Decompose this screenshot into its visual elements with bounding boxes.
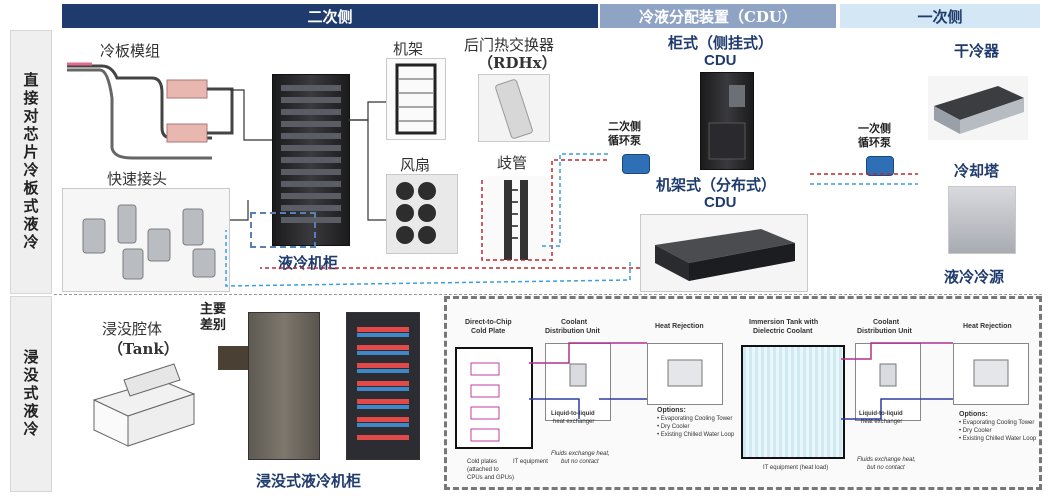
immersion-rack-closed <box>248 312 320 460</box>
label-secondary-pump-line1: 二次侧 <box>608 120 641 133</box>
cdu-cabinet-photo <box>700 72 754 170</box>
cdu-rack-photo <box>640 214 808 292</box>
header-secondary-side: 二次侧 <box>62 4 598 28</box>
label-dry-cooler: 干冷器 <box>954 42 1000 60</box>
label-fan: 风扇 <box>400 156 431 174</box>
label-main-difference-line2: 差别 <box>200 318 227 333</box>
inset-left-heat-title: Heat Rejection <box>655 323 704 330</box>
inset-comparison-diagram: Direct-to-Chip Cold Plate Coolant Distri… <box>444 296 1042 490</box>
inset-left-hx-line2: heat exchanger <box>553 419 595 425</box>
inset-left-cdu-line2: Distribution Unit <box>545 328 600 335</box>
header-secondary-label: 二次侧 <box>307 7 353 26</box>
label-main-difference: 主要 差别 <box>200 302 226 334</box>
difference-arrow-bar <box>218 346 252 370</box>
primary-pump-icon <box>866 156 894 176</box>
section-divider <box>54 294 1042 295</box>
side-label-cold-plate: 直接对芯片冷板式液冷 <box>10 30 52 294</box>
inset-right-cdu-line2: Distribution Unit <box>857 328 912 335</box>
inset-right-heat-title: Heat Rejection <box>963 323 1012 330</box>
label-tank-line1: 浸没腔体 <box>102 320 163 338</box>
label-primary-pump-line1: 一次侧 <box>858 122 891 135</box>
rdhx-photo <box>478 74 550 142</box>
label-liquid-cold-source: 液冷冷源 <box>944 268 1005 286</box>
label-immersion-rack: 浸没式液冷机柜 <box>256 472 362 490</box>
label-manifold: 歧管 <box>497 154 528 172</box>
fan-photo <box>386 174 458 254</box>
connector-lines-rack-parts <box>348 101 386 221</box>
inset-left-it-label: IT equipment <box>513 459 548 465</box>
label-cooling-tower: 冷却塔 <box>954 162 1000 180</box>
inset-right-hx-line1: Liquid-to-liquid <box>859 411 903 417</box>
header-cdu: 冷液分配装置（CDU） <box>600 4 836 28</box>
inset-right-hx-line2: heat exchanger <box>861 419 903 425</box>
label-primary-pump-line2: 循环泵 <box>858 136 891 149</box>
quick-connector-photo <box>62 188 230 292</box>
label-tank-line2: （Tank） <box>108 340 179 358</box>
inset-right-option-2: • Dry Cooler <box>959 428 992 434</box>
rack-frame-photo <box>386 58 446 140</box>
inset-right-title-line1: Immersion Tank with <box>749 319 819 326</box>
header-primary-side: 一次侧 <box>840 4 1040 28</box>
liquid-cooled-rack-image <box>272 74 350 246</box>
label-secondary-pump: 二次侧 循环泵 <box>608 120 641 148</box>
inset-left-options: Options: <box>657 407 686 414</box>
side-label-cold-plate-text: 直接对芯片冷板式液冷 <box>21 72 40 252</box>
inset-right-cdu-box <box>855 343 921 421</box>
inset-left-option-1: • Evaporating Cooling Tower <box>657 416 733 422</box>
inset-right-note-line2: but no contact <box>867 465 905 471</box>
inset-left-option-2: • Dry Cooler <box>657 424 690 430</box>
inset-left-it-box <box>455 347 533 449</box>
immersion-rack-open <box>346 312 420 460</box>
inset-right-options: Options: <box>959 411 988 418</box>
label-rdhx-line2: （RDHx） <box>478 54 557 72</box>
label-cdu-rack-line1: 机架式（分布式） <box>656 176 777 194</box>
inset-right-option-1: • Evaporating Cooling Tower <box>959 420 1035 426</box>
label-cdu-cabinet-line2: CDU <box>704 52 737 69</box>
label-main-difference-line1: 主要 <box>200 302 227 317</box>
inset-right-cdu-line1: Coolant <box>873 319 900 326</box>
inset-right-heat-box <box>953 343 1029 405</box>
label-rdhx-line1: 后门热交换器 <box>464 36 555 54</box>
inset-left-title-line1: Direct-to-Chip <box>465 319 512 326</box>
inset-left-flow-lines <box>529 342 647 419</box>
inset-right-flow-lines <box>841 342 953 420</box>
inset-right-it-label: IT equipment (heat load) <box>763 465 829 471</box>
inset-left-cold-plates-line3: CPUs and GPUs) <box>467 475 515 481</box>
label-primary-pump: 一次侧 循环泵 <box>858 122 891 150</box>
inset-right-title-line2: Dielectric Coolant <box>753 328 813 335</box>
label-cdu-rack-line2: CDU <box>704 194 737 211</box>
rack-highlight-box <box>250 212 316 248</box>
inset-left-title-line2: Cold Plate <box>471 328 506 335</box>
header-primary-label: 一次侧 <box>917 7 963 26</box>
inset-left-cold-plates-line1: Cold plates <box>467 459 498 465</box>
inset-left-note-line1: Fluids exchange heat, <box>551 451 610 457</box>
manifold-photo <box>484 176 550 264</box>
dry-cooler-photo <box>928 76 1028 140</box>
label-secondary-pump-line2: 循环泵 <box>608 134 641 147</box>
inset-left-cdu-box <box>545 343 611 421</box>
cold-plate-module-illustration <box>67 62 234 160</box>
cooling-tower-photo <box>948 186 1016 254</box>
inset-left-cold-plates-line2: (attached to <box>467 467 499 473</box>
connector-lines-left <box>230 89 272 221</box>
side-label-immersion: 浸没式液冷 <box>10 296 52 492</box>
inset-right-note-line1: Fluids exchange heat, <box>857 457 916 463</box>
label-cdu-cabinet-line1: 柜式（侧挂式） <box>668 34 774 52</box>
header-cdu-label: 冷液分配装置（CDU） <box>638 7 798 26</box>
flow-lines-primary <box>810 173 918 185</box>
inset-right-tank-box <box>741 345 845 459</box>
inset-right-option-3: • Existing Chilled Water Loop <box>959 436 1037 442</box>
secondary-pump-icon <box>622 154 650 174</box>
label-rack-frame: 机架 <box>393 40 424 58</box>
label-quick-connector: 快速接头 <box>107 170 168 188</box>
label-cold-plate-module: 冷板模组 <box>100 42 161 60</box>
inset-left-option-3: • Existing Chilled Water Loop <box>657 432 735 438</box>
side-label-immersion-text: 浸没式液冷 <box>21 349 40 439</box>
inset-left-cdu-line1: Coolant <box>561 319 588 326</box>
inset-left-heat-box <box>647 343 723 405</box>
flow-lines-secondary <box>225 153 640 287</box>
inset-left-hx-line1: Liquid-to-liquid <box>551 411 595 417</box>
inset-left-note-line2: but no contact <box>561 459 599 465</box>
tank-photo <box>84 360 200 450</box>
